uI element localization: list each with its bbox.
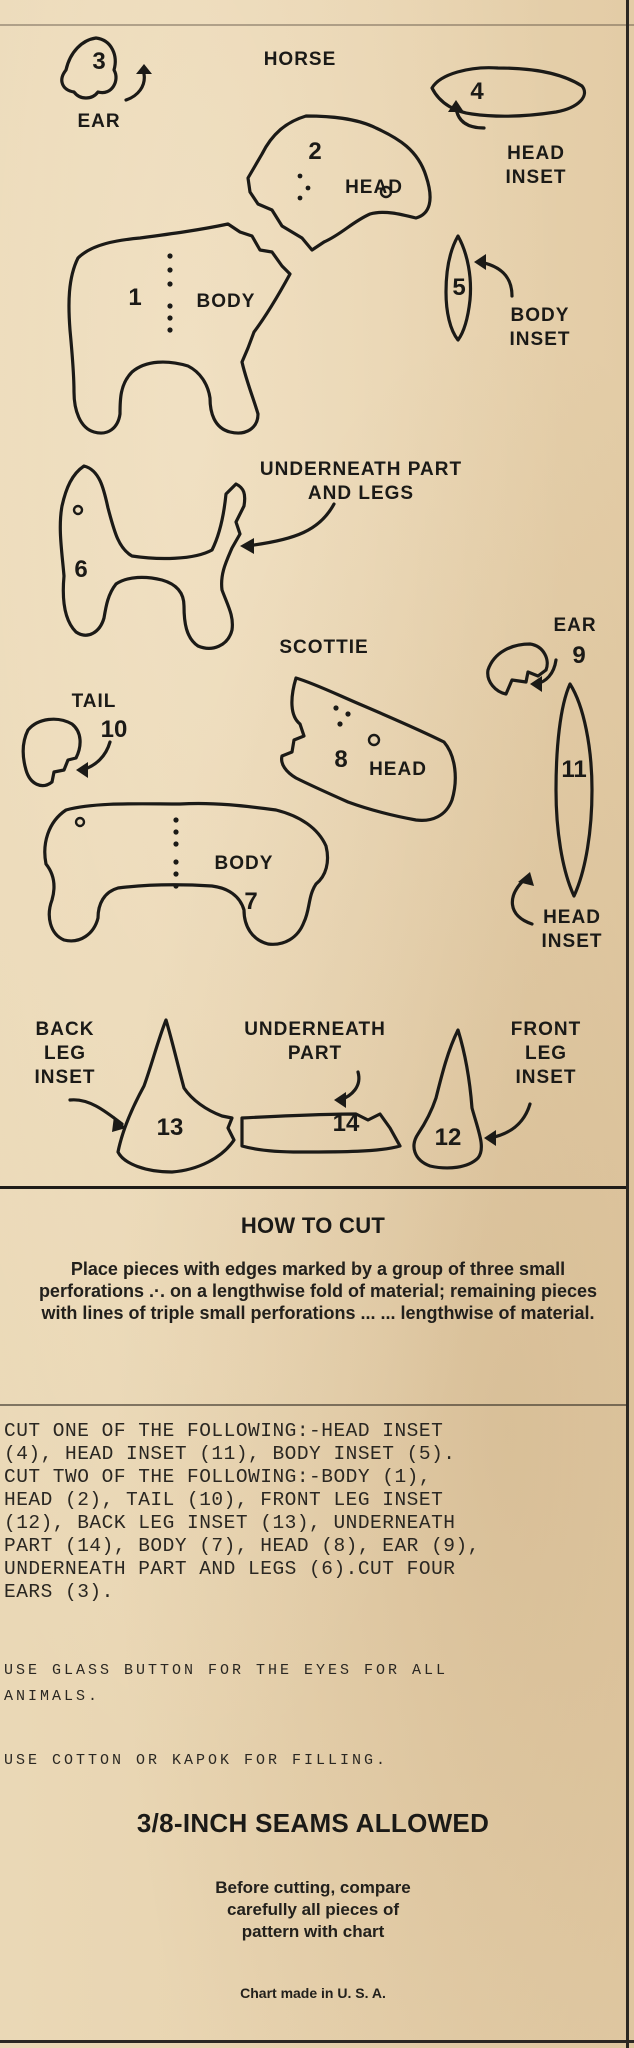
piece-11-head-inset-outline (554, 682, 594, 898)
piece-1-label: BODY (196, 291, 256, 312)
piece-5-body-inset-outline (444, 234, 473, 342)
piece-5-number: 5 (452, 274, 466, 301)
piece-10-number: 10 (100, 716, 128, 743)
piece-10-label: TAIL (71, 691, 117, 712)
piece-3-number: 3 (92, 48, 106, 75)
piece-2-number: 2 (308, 138, 322, 165)
piece-9-label: EAR (553, 615, 597, 636)
eyes-note: USE GLASS BUTTON FOR THE EYES FOR ALL AN… (4, 1662, 449, 1705)
piece-4-head-inset-outline (430, 66, 587, 118)
piece-3-ear-outline (60, 36, 118, 100)
scottie-section-title: SCOTTIE (279, 637, 369, 658)
how-to-cut-text: Place pieces with edges marked by a grou… (38, 1259, 598, 1323)
piece-13-number: 13 (156, 1114, 184, 1141)
fold-crease (0, 1404, 626, 1406)
perforation-mark (173, 817, 179, 823)
eye-mark-icon (367, 733, 381, 747)
arrowhead-6 (240, 538, 254, 554)
arrowhead-4 (448, 100, 464, 112)
right-border (626, 0, 629, 2048)
piece-9-number: 9 (572, 642, 586, 669)
perforation-mark (167, 303, 173, 309)
cut-instructions: CUT ONE OF THE FOLLOWING:-HEAD INSET (4)… (4, 1420, 480, 1603)
bottom-border (0, 2040, 634, 2043)
perforation-mark (167, 315, 173, 321)
piece-8-number: 8 (334, 746, 348, 773)
section-divider (0, 1186, 626, 1189)
perforation-mark (297, 173, 303, 179)
piece-8-scottie-head-outline (280, 676, 457, 822)
piece-4-label: HEAD INSET (505, 143, 567, 188)
perforation-mark (173, 859, 179, 865)
perforation-mark (337, 721, 343, 727)
perforation-mark (167, 281, 173, 287)
perforation-mark (167, 327, 173, 333)
piece-14-number: 14 (332, 1110, 360, 1137)
piece-13-label: BACK LEG INSET (34, 1019, 96, 1088)
seams-allowed-note: 3/8-INCH SEAMS ALLOWED (136, 1808, 490, 1838)
piece-10-tail-outline (21, 717, 82, 788)
perforation-mark (173, 883, 179, 889)
piece-3-label: EAR (77, 111, 121, 132)
piece-7-label: BODY (214, 853, 274, 874)
piece-7-number: 7 (244, 888, 258, 915)
piece-6-label: UNDERNEATH PART AND LEGS (259, 459, 463, 504)
arrow-6 (244, 502, 336, 548)
arrow-3 (124, 72, 146, 102)
piece-2-horse-head-outline (246, 114, 432, 252)
piece-8-label: HEAD (369, 759, 427, 780)
perforation-mark (305, 185, 311, 191)
fold-line (0, 24, 634, 26)
perforation-mark (173, 829, 179, 835)
piece-12-label: FRONT LEG INSET (510, 1019, 582, 1088)
piece-14-underneath-part-outline (240, 1112, 402, 1154)
how-to-cut-title: HOW TO CUT (240, 1213, 386, 1238)
eye-mark-icon (74, 816, 86, 828)
pattern-diagram (21, 36, 594, 1174)
perforation-mark (333, 705, 339, 711)
piece-6-number: 6 (74, 556, 88, 583)
perforation-mark (345, 711, 351, 717)
piece-4-number: 4 (470, 78, 484, 105)
compare-note: Before cutting, compare carefully all pi… (215, 1878, 411, 1941)
piece-1-number: 1 (128, 284, 142, 311)
piece-11-label: HEAD INSET (541, 907, 603, 952)
perforation-mark (297, 195, 303, 201)
filling-note: USE COTTON OR KAPOK FOR FILLING. (4, 1752, 389, 1769)
arrowhead-10 (76, 762, 88, 778)
piece-12-number: 12 (434, 1124, 462, 1151)
arrowhead-13 (112, 1116, 126, 1132)
perforation-mark (173, 871, 179, 877)
arrowhead-5 (474, 254, 486, 270)
made-in-note: Chart made in U. S. A. (240, 1985, 386, 2001)
eye-mark-icon (379, 185, 393, 199)
piece-2-label: HEAD (345, 177, 403, 198)
piece-7-scottie-body-outline (43, 801, 330, 946)
arrowhead-12 (484, 1130, 496, 1146)
eye-mark-icon (72, 504, 84, 516)
piece-14-label: UNDERNEATH PART (244, 1019, 386, 1064)
arrowhead-14 (334, 1092, 346, 1108)
piece-12-front-leg-inset-outline (412, 1028, 483, 1170)
perforation-mark (167, 267, 173, 273)
arrowhead-11 (518, 872, 534, 886)
perforation-mark (167, 253, 173, 259)
arrowhead-3 (136, 64, 152, 74)
piece-9-scottie-ear-outline (486, 642, 549, 696)
arrowhead-9 (530, 676, 542, 692)
piece-6-underneath-part-outline (58, 464, 247, 650)
piece-13-back-leg-inset-outline (116, 1018, 236, 1174)
piece-1-horse-body-outline (67, 222, 292, 435)
piece-5-label: BODY INSET (509, 305, 571, 350)
arrow-11 (510, 876, 534, 926)
piece-11-number: 11 (561, 756, 587, 783)
horse-section-title: HORSE (263, 49, 337, 70)
perforation-mark (173, 841, 179, 847)
